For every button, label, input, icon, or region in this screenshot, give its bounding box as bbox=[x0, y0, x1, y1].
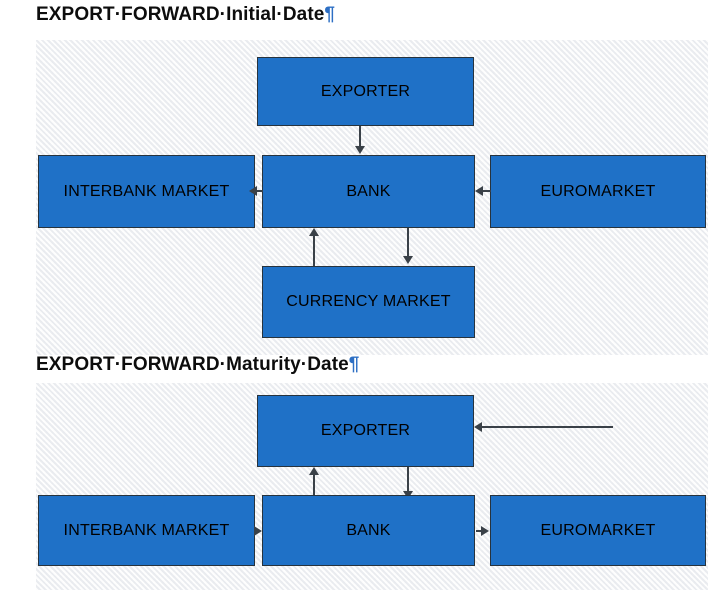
node-exporter-initial-label: EXPORTER bbox=[320, 82, 411, 100]
arrowhead-left-icon bbox=[249, 186, 257, 196]
arrowhead-right-icon bbox=[481, 526, 489, 536]
node-interbank-market-initial[interactable]: INTERBANK MARKET bbox=[38, 155, 255, 228]
node-exporter-initial[interactable]: EXPORTER bbox=[257, 57, 474, 126]
node-interbank-market-initial-label: INTERBANK MARKET bbox=[63, 182, 230, 200]
arrowhead-up-icon bbox=[309, 228, 319, 236]
node-euromarket-initial[interactable]: EUROMARKET bbox=[490, 155, 706, 228]
pilcrow-icon: ¶ bbox=[324, 4, 336, 25]
section-title-maturity-date-text: EXPORT·FORWARD·Maturity·Date bbox=[36, 354, 349, 375]
connector-bank-to-interbank bbox=[257, 190, 263, 192]
connector-external-to-exporter bbox=[482, 426, 613, 428]
arrowhead-down-icon bbox=[355, 146, 365, 154]
section-title-initial-date: EXPORT·FORWARD·Initial·Date¶ bbox=[36, 4, 335, 26]
node-euromarket-maturity[interactable]: EUROMARKET bbox=[490, 495, 706, 566]
connector-exporter-to-bank-maturity bbox=[407, 467, 409, 493]
node-currency-market-initial-label: CURRENCY MARKET bbox=[286, 293, 451, 311]
arrowhead-left-icon bbox=[475, 186, 483, 196]
node-bank-initial[interactable]: BANK bbox=[262, 155, 475, 228]
node-euromarket-maturity-label: EUROMARKET bbox=[540, 521, 656, 539]
diagram-canvas-initial-date: EXPORTER INTERBANK MARKET BANK EUROMARKE… bbox=[36, 40, 708, 355]
diagram-canvas-maturity-date: EXPORTER INTERBANK MARKET BANK EUROMARKE… bbox=[36, 383, 708, 590]
connector-bank-to-euromarket bbox=[476, 530, 481, 532]
arrowhead-down-icon bbox=[403, 256, 413, 264]
node-bank-maturity-label: BANK bbox=[346, 521, 391, 539]
connector-bank-to-currency bbox=[407, 228, 409, 258]
connector-exporter-to-bank bbox=[359, 126, 361, 148]
connector-currency-to-bank bbox=[313, 236, 315, 266]
connector-euromarket-to-bank bbox=[483, 190, 491, 192]
connector-bank-to-exporter bbox=[313, 475, 315, 501]
node-interbank-market-maturity-label: INTERBANK MARKET bbox=[63, 521, 230, 539]
section-title-initial-date-text: EXPORT·FORWARD·Initial·Date bbox=[36, 4, 325, 25]
arrowhead-left-icon bbox=[474, 422, 482, 432]
arrowhead-up-icon bbox=[309, 467, 319, 475]
node-euromarket-initial-label: EUROMARKET bbox=[540, 182, 656, 200]
node-exporter-maturity[interactable]: EXPORTER bbox=[257, 395, 474, 467]
node-interbank-market-maturity[interactable]: INTERBANK MARKET bbox=[38, 495, 255, 566]
node-bank-initial-label: BANK bbox=[346, 182, 391, 200]
node-exporter-maturity-label: EXPORTER bbox=[320, 422, 411, 440]
node-bank-maturity[interactable]: BANK bbox=[262, 495, 475, 566]
pilcrow-icon: ¶ bbox=[348, 354, 360, 375]
arrowhead-right-icon bbox=[254, 526, 262, 536]
node-currency-market-initial[interactable]: CURRENCY MARKET bbox=[262, 266, 475, 338]
section-title-maturity-date: EXPORT·FORWARD·Maturity·Date¶ bbox=[36, 354, 359, 376]
